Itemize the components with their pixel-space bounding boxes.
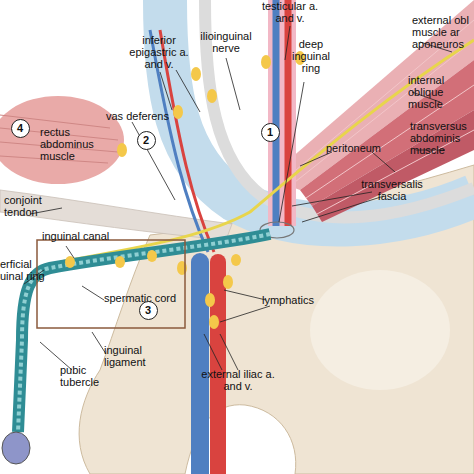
peritoneum [165, 0, 474, 225]
part-label: transversalis fascia [352, 178, 432, 202]
leader-lines [24, 26, 452, 370]
part-label: inguinal canal [42, 230, 128, 242]
rectus-muscle [0, 115, 118, 163]
callout-number: 4 [17, 122, 23, 134]
part-label: peritoneum [326, 142, 388, 154]
part-label: testicular a. and v. [258, 0, 322, 24]
callout-circle: 2 [137, 131, 156, 150]
lymph-nodes [191, 67, 201, 81]
callout-number: 1 [267, 126, 273, 138]
spermatic-cord [18, 234, 270, 432]
callout-circle: 3 [139, 301, 158, 320]
part-label: deep inguinal ring [288, 38, 334, 74]
part-label: inferior epigastric a. and v. [128, 34, 190, 70]
part-label: internal oblique muscle [408, 74, 474, 110]
part-label: lymphatics [262, 294, 332, 306]
part-label: external iliac a. and v. [196, 368, 280, 392]
rectus-muscle [0, 96, 124, 184]
lymph-nodes [207, 89, 217, 103]
peritoneum [165, 0, 474, 225]
lymph-nodes [115, 256, 125, 268]
lymph-nodes [173, 105, 183, 119]
callout-circle: 4 [11, 119, 30, 138]
leader-lines [24, 26, 452, 370]
rectus-muscle [0, 96, 124, 184]
spermatic-cord [2, 432, 30, 464]
part-label: vas deferens [106, 110, 182, 122]
part-label: transversus abdominis muscle [410, 120, 474, 156]
abdominal-muscles [312, 110, 474, 222]
testicular-vessels [285, 0, 292, 226]
canal-frame [37, 240, 185, 328]
part-label: ilioinguinal nerve [190, 30, 262, 54]
spermatic-cord [18, 234, 270, 432]
callout-number: 3 [145, 304, 151, 316]
lymph-nodes [147, 250, 157, 262]
lymph-nodes [223, 275, 233, 289]
canal-frame [37, 240, 185, 328]
lymph-nodes [231, 254, 241, 266]
part-label: conjoint tendon [4, 194, 64, 218]
callout-circle: 1 [261, 123, 280, 142]
callout-number: 2 [143, 134, 149, 146]
lymph-nodes [205, 293, 215, 307]
lymph-nodes [117, 143, 127, 157]
lymph-nodes [209, 315, 219, 329]
spermatic-cord [2, 234, 270, 464]
part-label: pubic tubercle [60, 364, 114, 388]
part-label: external obl muscle ar aponeuros [412, 14, 474, 50]
lymph-nodes [261, 55, 271, 69]
pelvis-bone [310, 270, 450, 390]
part-label: erficial uinal ring [0, 258, 50, 282]
part-label: rectus abdominus muscle [40, 126, 106, 162]
part-label: inguinal ligament [104, 344, 164, 368]
